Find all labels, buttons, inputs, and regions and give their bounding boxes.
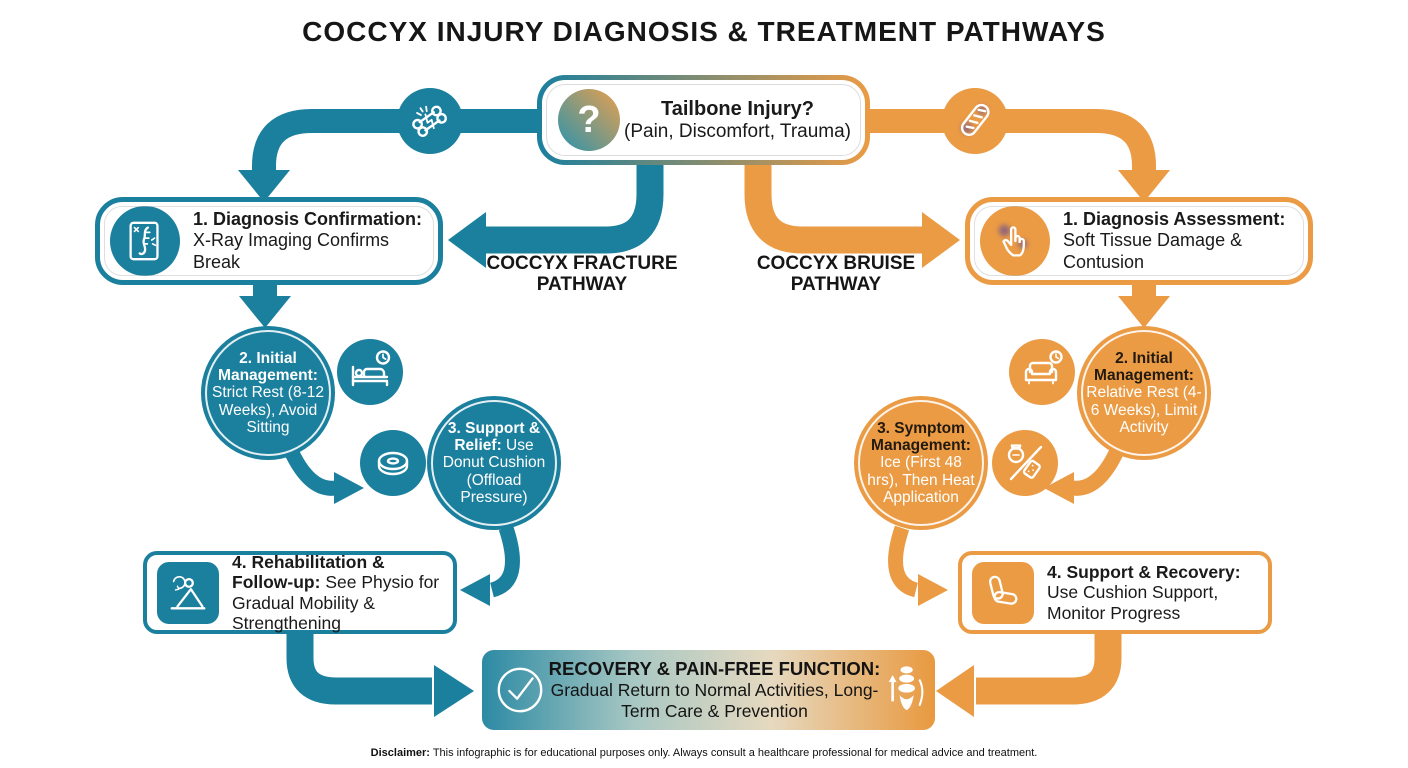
- arrowhead: [922, 212, 960, 268]
- question-mark-icon: ?: [558, 89, 620, 151]
- arrowhead: [238, 170, 290, 202]
- recovery-node: RECOVERY & PAIN-FREE FUNCTION: Gradual R…: [482, 650, 935, 730]
- page-title: COCCYX INJURY DIAGNOSIS & TREATMENT PATH…: [302, 16, 1106, 47]
- fracture-step1-node: 1. Diagnosis Confirmation: X-Ray Imaging…: [95, 197, 443, 285]
- connector-fracture-3-4: [489, 525, 520, 598]
- ice-heat-icon: [992, 430, 1058, 496]
- fracture-step1-text: 1. Diagnosis Confirmation: X-Ray Imaging…: [193, 209, 423, 272]
- fracture-step3-text: 3. Support & Relief: Use Donut Cushion (…: [442, 419, 546, 507]
- bruised-tissue-icon: [942, 88, 1008, 154]
- bruise-pathway-label: COCCYX BRUISE PATHWAY: [756, 253, 916, 295]
- connector-fracture-4-recovery: [286, 632, 432, 705]
- arrowhead: [1118, 296, 1170, 328]
- disclaimer: Disclaimer: This infographic is for educ…: [370, 747, 1038, 759]
- connector-start-to-fracture-step1: [252, 109, 537, 172]
- recovery-text: RECOVERY & PAIN-FREE FUNCTION: Gradual R…: [548, 658, 881, 721]
- arrowhead: [1118, 170, 1170, 202]
- fracture-step4-node: 4. Rehabilitation & Follow-up: See Physi…: [143, 551, 457, 634]
- fracture-step4-text: 4. Rehabilitation & Follow-up: See Physi…: [232, 551, 440, 633]
- fracture-pathway-label: COCCYX FRACTURE PATHWAY: [486, 253, 678, 295]
- connector-bruise-3-4: [888, 525, 919, 598]
- bruise-step2-node: 2. Initial Management: Relative Rest (4-…: [1077, 326, 1211, 460]
- bruise-step1-text: 1. Diagnosis Assessment: Soft Tissue Dam…: [1063, 209, 1286, 272]
- check-circle-icon: [492, 663, 548, 717]
- arrowhead: [460, 574, 490, 606]
- hand-press-icon: [980, 206, 1050, 276]
- arrowhead: [918, 574, 948, 606]
- arrowhead: [448, 212, 486, 268]
- seat-cushion-icon: [972, 561, 1034, 624]
- fracture-step3-node: 3. Support & Relief: Use Donut Cushion (…: [427, 396, 561, 530]
- arrowhead: [434, 665, 474, 717]
- coccyx-spine-icon: [881, 661, 927, 719]
- xray-coccyx-icon: [110, 206, 180, 276]
- connector-start-to-bruise-step1: [870, 109, 1156, 172]
- arrowhead: [239, 296, 291, 328]
- bruise-step4-node: 4. Support & Recovery: Use Cushion Suppo…: [958, 551, 1272, 634]
- connector-start-to-fracture-label: [484, 158, 664, 254]
- connector-bruise-4-recovery: [976, 632, 1122, 705]
- start-node: ? Tailbone Injury? (Pain, Discomfort, Tr…: [537, 75, 870, 165]
- couch-rest-clock-icon: [1009, 339, 1075, 405]
- fractured-bone-icon: [397, 88, 463, 154]
- fracture-step2-node: 2. Initial Management: Strict Rest (8-12…: [201, 326, 335, 460]
- bed-rest-clock-icon: [337, 339, 403, 405]
- bruise-step1-node: 1. Diagnosis Assessment: Soft Tissue Dam…: [965, 197, 1313, 285]
- start-subtitle: (Pain, Discomfort, Trauma): [624, 120, 851, 142]
- physio-stretch-icon: [157, 561, 219, 624]
- arrowhead: [1044, 472, 1074, 504]
- arrowhead: [936, 665, 974, 717]
- donut-cushion-icon: [360, 430, 426, 496]
- arrowhead: [334, 472, 364, 504]
- bruise-step4-text: 4. Support & Recovery: Use Cushion Suppo…: [1047, 562, 1241, 623]
- connector-start-to-bruise-label: [744, 158, 924, 254]
- bruise-step3-node: 3. Symptom Management: Ice (First 48 hrs…: [854, 396, 988, 530]
- start-title: Tailbone Injury?: [661, 97, 814, 120]
